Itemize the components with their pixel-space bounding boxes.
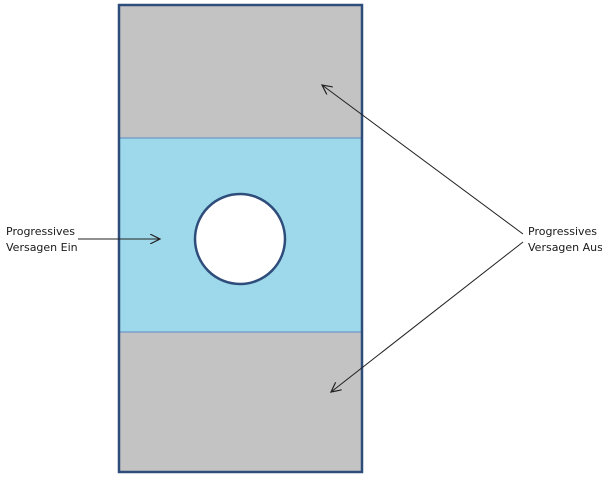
label-progressive-off-line1: Progressives [528, 225, 598, 238]
arrow-progressive-off-bottom [331, 241, 524, 392]
center-hole [193, 192, 287, 286]
label-progressive-on-line1: Progressives [6, 225, 76, 238]
label-progressive-on: Progressives Versagen Ein [6, 224, 78, 256]
label-progressive-off-line2: Versagen Aus [528, 241, 602, 254]
label-progressive-off: Progressives Versagen Aus [528, 224, 602, 256]
arrow-progressive-off-top [322, 85, 524, 235]
bottom-gray-zone [119, 332, 362, 472]
label-progressive-on-line2: Versagen Ein [6, 241, 78, 254]
top-gray-zone [119, 5, 362, 138]
